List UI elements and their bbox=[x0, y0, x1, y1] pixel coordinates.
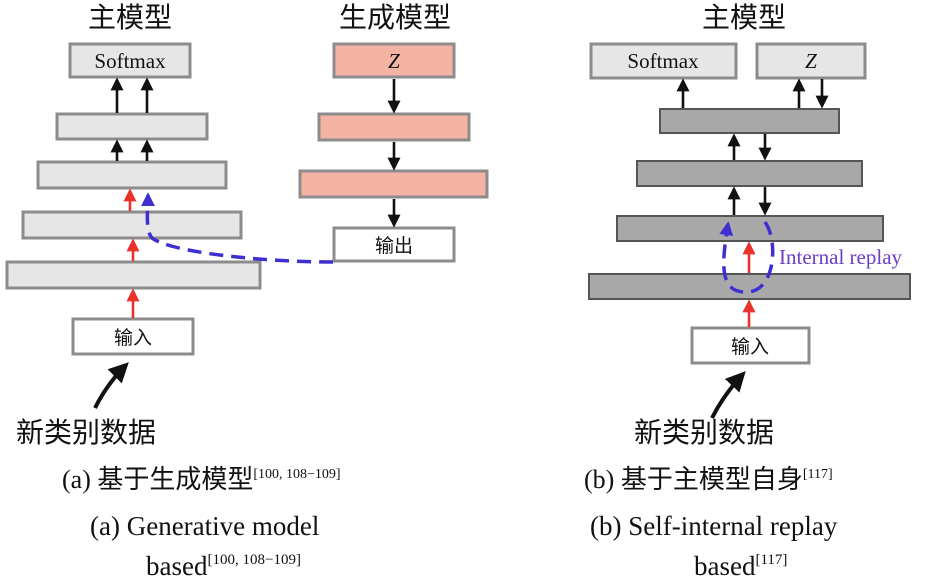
panel-a-replay-dashed-arrow bbox=[140, 192, 334, 264]
panel-b-layer-5 bbox=[659, 108, 840, 134]
panel-b-layer-4 bbox=[636, 160, 863, 187]
panel-a-caption-cn: (a) 基于生成模型[100, 108−109] bbox=[62, 465, 341, 494]
panel-b-caption-cn-text: (b) 基于主模型自身 bbox=[584, 465, 803, 494]
panel-a-caption-en-line2: based[100, 108−109] bbox=[146, 551, 301, 581]
panel-a-caption-cn-text: (a) 基于生成模型 bbox=[62, 465, 253, 494]
panel-b-softmax-box bbox=[589, 42, 738, 80]
panel-b-input-box bbox=[690, 326, 811, 365]
panel-a-softmax-box bbox=[68, 42, 192, 79]
panel-b-caption-en-line2: based[117] bbox=[694, 551, 787, 581]
panel-a-caption-en-ref: [100, 108−109] bbox=[207, 552, 300, 568]
panel-a-layer-3 bbox=[21, 210, 243, 240]
panel-b-caption-en-based: based bbox=[694, 551, 756, 581]
panel-b-softmax-label: Softmax bbox=[627, 49, 699, 73]
panel-b-internal-replay-label: Internal replay bbox=[779, 245, 903, 269]
panel-b-caption-cn-ref: [117] bbox=[803, 467, 833, 482]
panel-b-caption-en-line1: (b) Self-internal replay bbox=[590, 511, 838, 541]
panel-a-layer-4 bbox=[36, 160, 228, 190]
panel-a-generator-layer-1 bbox=[317, 112, 471, 142]
panel-a-input-box bbox=[71, 317, 195, 356]
panel-a-new-data-curved-arrow bbox=[93, 362, 129, 409]
panel-b-input-label: 输入 bbox=[731, 336, 769, 358]
panel-a-new-class-data: 新类别数据 bbox=[16, 416, 156, 449]
panel-a-caption-en-based: based bbox=[146, 551, 208, 581]
panel-b-layer-3 bbox=[616, 215, 884, 242]
panel-a-main-model-title: 主模型 bbox=[88, 1, 172, 34]
panel-b-z-label: Z bbox=[805, 49, 817, 73]
panel-a-layer-5 bbox=[55, 112, 209, 141]
panel-a-caption-en-line1: (a) Generative model bbox=[90, 511, 319, 541]
panel-b-caption-en-ref: [117] bbox=[755, 552, 787, 568]
panel-b-internal-replay-loop bbox=[719, 220, 775, 294]
panel-a-caption-cn-ref: [100, 108−109] bbox=[253, 467, 340, 482]
panel-a-output-box bbox=[332, 226, 456, 263]
panel-a-z-label: Z bbox=[388, 49, 400, 73]
panel-a-softmax-label: Softmax bbox=[94, 49, 166, 73]
panel-b-new-data-curved-arrow bbox=[710, 371, 746, 419]
panel-b-z-box bbox=[755, 42, 867, 80]
panel-b-self-internal-replay: 主模型 Softmax Z 输入 Internal replay 新类别数据 (… bbox=[584, 1, 911, 581]
panel-a-generator-layer-2 bbox=[298, 169, 489, 199]
panel-b-new-class-data: 新类别数据 bbox=[634, 416, 774, 449]
panel-a-generative-model: 主模型 生成模型 Softmax 输入 Z 输出 新类别数据 bbox=[5, 1, 489, 581]
panel-b-layer-2 bbox=[588, 273, 911, 300]
panel-b-caption-cn: (b) 基于主模型自身[117] bbox=[584, 465, 833, 494]
panel-a-generative-model-title: 生成模型 bbox=[339, 1, 451, 34]
panel-a-z-box bbox=[332, 42, 456, 79]
panel-b-main-model-title: 主模型 bbox=[702, 1, 786, 34]
panel-a-output-label: 输出 bbox=[375, 235, 413, 257]
panel-a-layer-2 bbox=[5, 260, 262, 290]
panel-a-input-label: 输入 bbox=[114, 327, 152, 349]
